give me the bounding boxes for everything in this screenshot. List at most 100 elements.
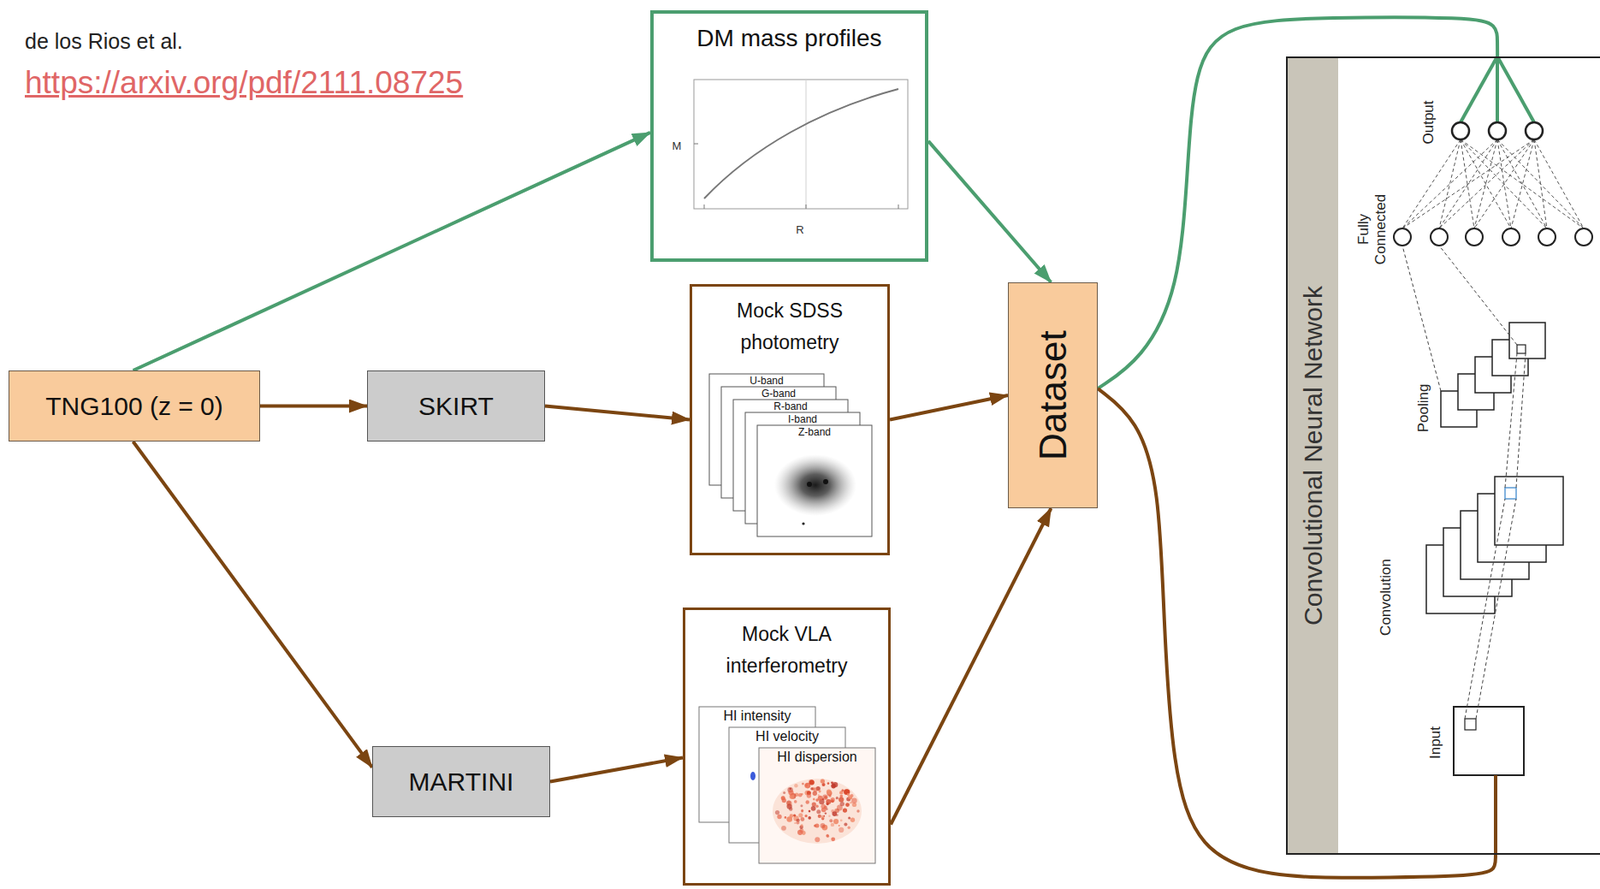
drawing-part (1511, 139, 1535, 229)
drawing-part (1495, 56, 1500, 123)
drawing-part (826, 789, 832, 795)
drawing-part (843, 823, 848, 827)
connector (890, 508, 1051, 825)
label-anchor: M (676, 143, 687, 160)
drawing-part (805, 79, 807, 209)
layer-label: Input (1427, 726, 1445, 759)
drawing-part (824, 811, 827, 814)
drawing-part (1475, 498, 1517, 719)
drawing-part (704, 88, 899, 199)
frame-label: HI intensity (722, 707, 791, 725)
drawing-part (817, 795, 824, 801)
drawing-part (805, 783, 808, 787)
drawing-part (847, 793, 851, 797)
connector (889, 395, 1008, 421)
connector (545, 406, 690, 421)
drawing-part (1525, 122, 1543, 140)
box-label: Mock VLA interferometry (710, 618, 865, 682)
frame-label: I-band (788, 413, 818, 426)
drawing-part (1439, 139, 1535, 229)
drawing-part (1402, 139, 1535, 229)
drawing-part (788, 806, 793, 811)
box-label: MARTINI (408, 766, 515, 798)
drawing-part (830, 783, 836, 789)
drawing-part (1451, 122, 1543, 140)
label-anchor: Output (1428, 122, 1473, 140)
drawing-part (1439, 245, 1518, 345)
drawing-part (826, 835, 830, 838)
layer-label: Convolution (1377, 558, 1395, 636)
drawing-part (835, 796, 839, 800)
drawing-part (788, 789, 794, 795)
drawing-part (1488, 122, 1506, 140)
galaxy-image (774, 454, 857, 526)
drawing-part (805, 800, 810, 804)
drawing-part (1497, 56, 1535, 123)
drawing-part (804, 783, 809, 789)
drawing-part (1460, 139, 1547, 229)
drawing-part (1464, 498, 1506, 719)
frame-label: Z-band (798, 426, 831, 439)
layer-label: Pooling (1415, 384, 1433, 433)
label-anchor: Fully Connected (1372, 229, 1452, 263)
drawing-part (776, 814, 782, 819)
cnn-illustration (1393, 56, 1593, 855)
drawing-part (800, 823, 804, 827)
drawing-part (820, 779, 824, 783)
drawing-part (1493, 775, 1498, 855)
drawing-part (817, 789, 821, 793)
label-anchor: Pooling (1423, 408, 1473, 426)
drawing-part (800, 810, 803, 812)
drawing-part (838, 827, 844, 833)
drawing-part (801, 521, 805, 525)
drawing-part (815, 805, 818, 808)
drawing-part (812, 791, 818, 796)
drawing-part (1402, 139, 1584, 229)
drawing-part (795, 818, 798, 821)
drawing-part (828, 815, 830, 818)
frame-label: HI velocity (755, 728, 819, 746)
drawing-part (808, 779, 814, 785)
drawing-part (805, 204, 807, 209)
drawing-part (1534, 139, 1584, 229)
drawing-part (820, 815, 824, 819)
box-label: TNG100 (z = 0) (45, 391, 224, 422)
drawing-part (847, 826, 851, 830)
connector (260, 404, 368, 409)
drawing-part (830, 823, 835, 827)
hi-map-frames (699, 706, 876, 864)
drawing-part (811, 805, 817, 812)
drawing-part (1439, 139, 1461, 229)
frame-label: G-band (761, 387, 796, 400)
layer-label: Output (1420, 100, 1438, 144)
drawing-part (1538, 228, 1556, 246)
drawing-part (838, 824, 841, 827)
drawing-part (758, 747, 876, 864)
drawing-part (850, 817, 855, 823)
drawing-part (782, 791, 786, 795)
drawing-part (693, 79, 908, 209)
drawing-part (1516, 353, 1526, 488)
sdss-band-frames (709, 373, 872, 537)
axis-label: M (672, 140, 682, 154)
drawing-part (1460, 56, 1535, 123)
drawing-part (800, 809, 804, 812)
drawing-part (1497, 139, 1547, 229)
drawing-part (810, 787, 813, 790)
drawing-part (805, 814, 808, 818)
drawing-part (798, 793, 803, 798)
image-frame: HI velocity (728, 727, 846, 843)
output-panel: U-bandG-bandR-bandI-bandZ-bandMock SDSS … (689, 284, 890, 556)
box-label: Dataset (1031, 330, 1073, 461)
frame-label: R-band (773, 400, 807, 413)
dataset-box: Dataset (1007, 282, 1098, 509)
drawing-part (794, 822, 796, 824)
drawing-part (830, 836, 836, 842)
drawing-part (794, 800, 798, 804)
drawing-part (1474, 139, 1535, 229)
image-frame: HI dispersion (758, 747, 876, 864)
drawing-part (775, 810, 780, 815)
connector (133, 132, 651, 371)
drawing-part (830, 797, 836, 802)
